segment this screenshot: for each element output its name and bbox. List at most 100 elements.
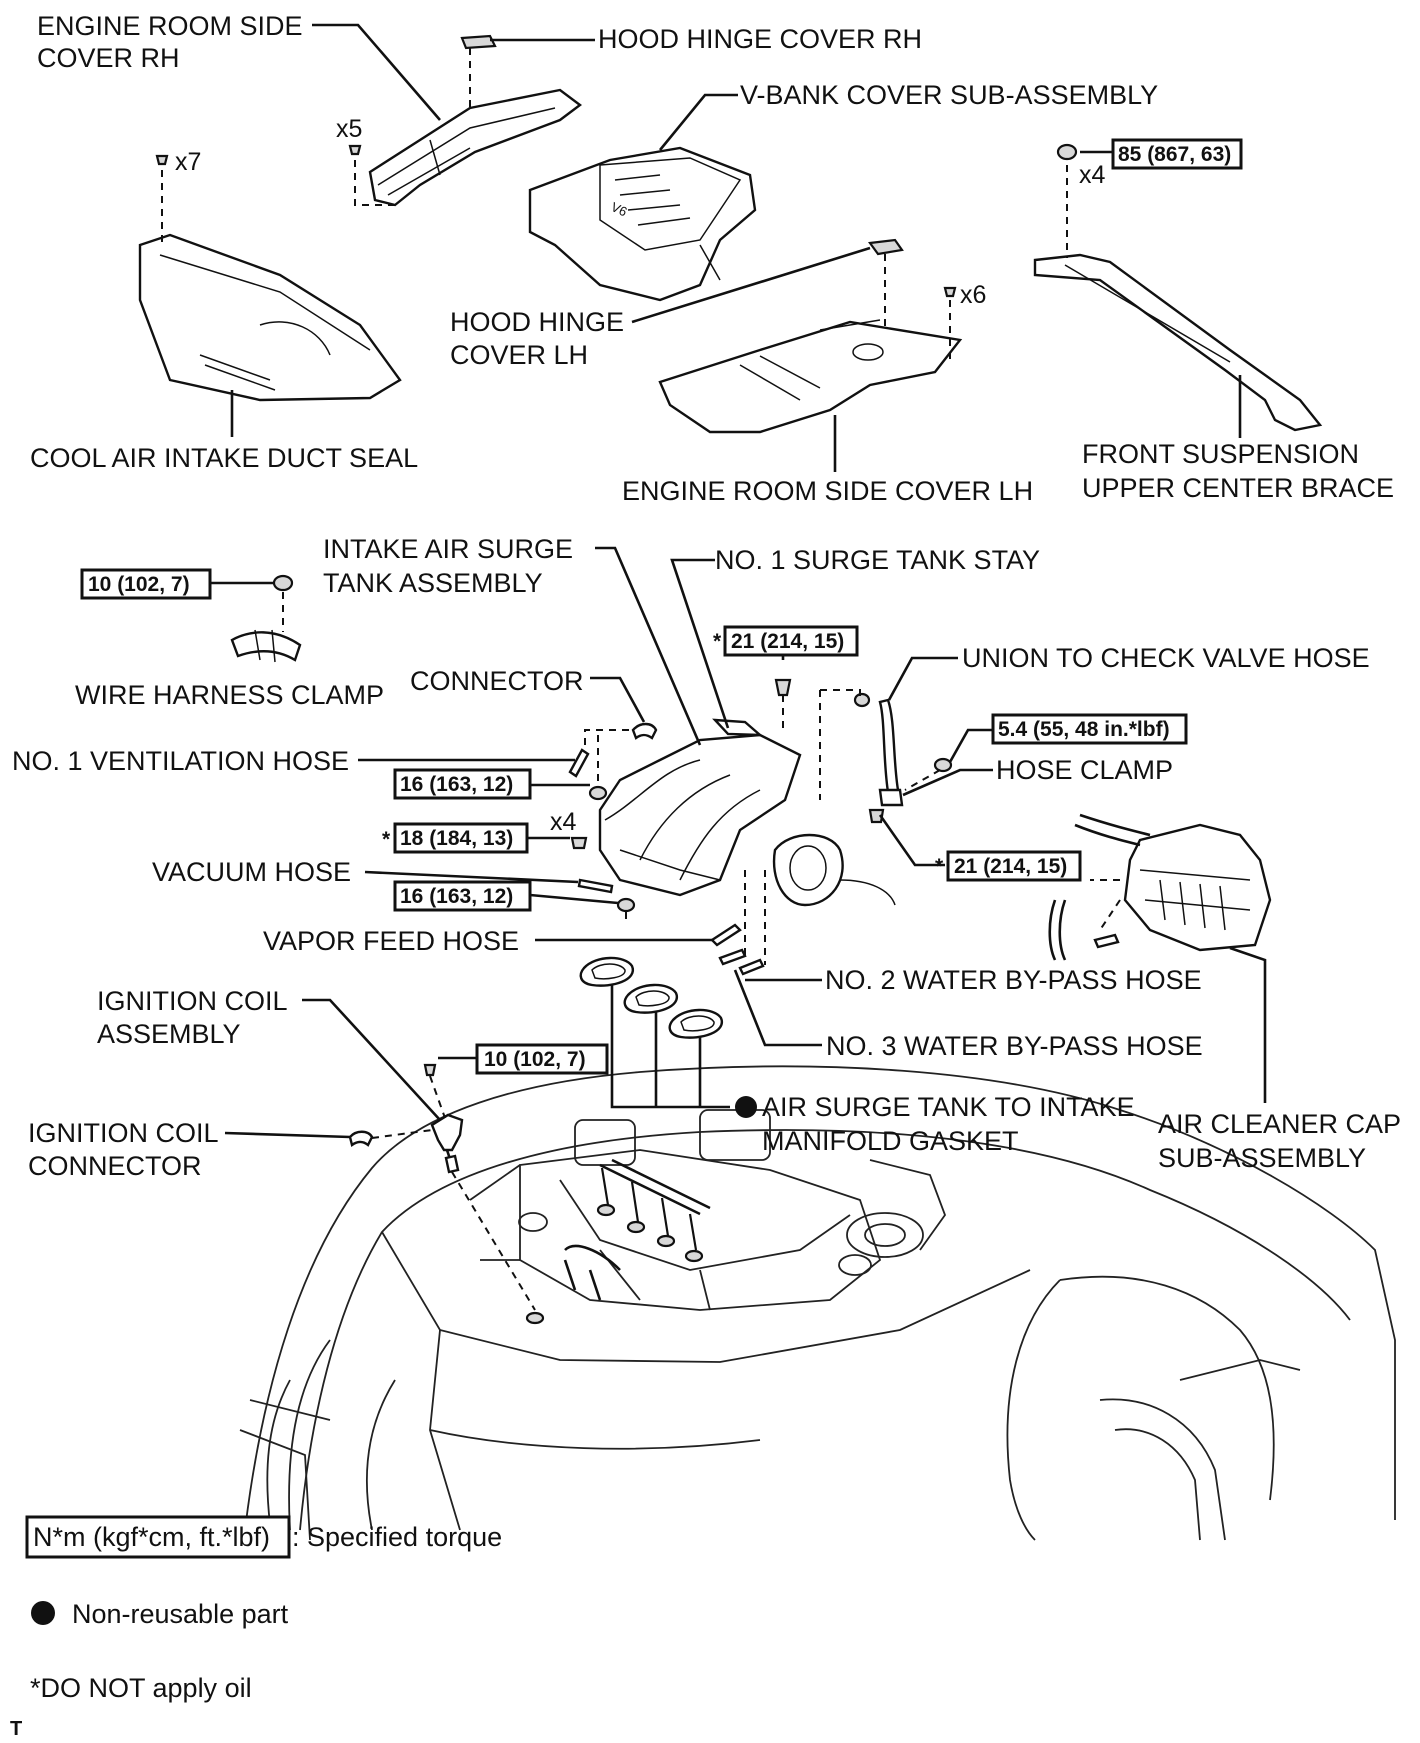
label-no2-water-bypass-hose: NO. 2 WATER BY-PASS HOSE <box>825 965 1202 995</box>
label-vacuum-hose: VACUUM HOSE <box>152 857 351 887</box>
label-no3-water-bypass-hose: NO. 3 WATER BY-PASS HOSE <box>826 1031 1203 1061</box>
label-ignition-coil-assembly-2: ASSEMBLY <box>97 1019 241 1049</box>
label-engine-room-side-cover-rh-2: COVER RH <box>37 43 180 73</box>
non-reusable-marker-icon <box>735 1096 757 1118</box>
label-engine-room-side-cover-rh-1: ENGINE ROOM SIDE <box>37 11 303 41</box>
label-air-surge-tank-gasket-1: AIR SURGE TANK TO INTAKE <box>762 1092 1135 1122</box>
callout-labels: ENGINE ROOM SIDE COVER RH HOOD HINGE COV… <box>12 11 1401 1181</box>
label-ignition-coil-connector-2: CONNECTOR <box>28 1151 202 1181</box>
legend-torque-unit-desc: : Specified torque <box>292 1522 502 1552</box>
hose-fitting-icon <box>853 692 871 708</box>
label-air-surge-tank-gasket-2: MANIFOLD GASKET <box>762 1126 1019 1156</box>
hose-clamp-nut-icon <box>933 757 953 773</box>
v-bank-cover-part: V6 <box>528 146 757 302</box>
ventilation-hose-part <box>568 748 590 778</box>
clip-x5-guide <box>354 160 395 206</box>
torque-surge-tank-nut-lower: 16 (163, 12) <box>400 885 513 908</box>
qty-x4-brace: x4 <box>1079 161 1106 189</box>
legend-torque-unit-box: N*m (kgf*cm, ft.*lbf) <box>33 1522 270 1552</box>
label-wire-harness-clamp: WIRE HARNESS CLAMP <box>75 680 384 710</box>
brace-nut-icon <box>1056 143 1078 161</box>
label-hood-hinge-cover-lh-2: COVER LH <box>450 340 588 370</box>
cool-air-intake-duct-seal-part <box>138 233 402 402</box>
vacuum-hose-part <box>577 878 614 894</box>
qty-x5: x5 <box>336 115 362 143</box>
legend: N*m (kgf*cm, ft.*lbf) : Specified torque… <box>10 1515 502 1740</box>
surge-tank-nut-icon <box>588 785 608 801</box>
stay-bolt-right-icon <box>868 808 885 824</box>
label-front-suspension-brace-2: UPPER CENTER BRACE <box>1082 473 1394 503</box>
label-v-bank-cover: V-BANK COVER SUB-ASSEMBLY <box>740 80 1158 110</box>
qty-x6: x6 <box>960 281 986 309</box>
surge-tank-bolt-icon <box>570 836 588 850</box>
label-engine-room-side-cover-lh: ENGINE ROOM SIDE COVER LH <box>622 476 1033 506</box>
label-air-cleaner-cap-1: AIR CLEANER CAP <box>1158 1109 1401 1139</box>
ignition-coil-connector-part <box>348 1130 374 1148</box>
hood-hinge-cover-lh-part <box>868 238 904 256</box>
coil-connector-guide <box>371 1129 433 1139</box>
vehicle-engine-bay-illustration <box>239 1065 1396 1541</box>
intake-air-surge-tank-part <box>598 733 896 907</box>
label-air-cleaner-cap-2: SUB-ASSEMBLY <box>1158 1143 1366 1173</box>
engine-room-side-cover-rh-part <box>368 88 582 207</box>
front-suspension-brace-part <box>1033 253 1323 432</box>
hood-hinge-cover-rh-part <box>460 34 497 50</box>
legend-no-oil-note: *DO NOT apply oil <box>30 1673 252 1703</box>
svg-text:V6: V6 <box>609 199 630 219</box>
connector-part <box>631 722 658 740</box>
clip-x7-icon <box>155 154 169 166</box>
torque-brace-nut: 85 (867, 63) <box>1118 143 1231 166</box>
vapor-feed-hose-part <box>710 923 742 947</box>
torque-surge-tank-bolt: 18 (184, 13) <box>400 827 513 850</box>
label-intake-air-surge-tank-2: TANK ASSEMBLY <box>323 568 543 598</box>
label-cool-air-intake-duct-seal: COOL AIR INTAKE DUCT SEAL <box>30 443 418 473</box>
legend-non-reusable: Non-reusable part <box>72 1599 289 1629</box>
leader-lines <box>210 23 1267 1139</box>
stay-bolt-icon <box>774 678 792 697</box>
label-connector: CONNECTOR <box>410 666 584 696</box>
qty-x7: x7 <box>175 148 201 176</box>
wire-harness-clamp-part <box>230 574 302 663</box>
legend-non-reusable-icon <box>31 1601 55 1625</box>
no1-surge-tank-stay-part <box>712 718 764 737</box>
label-vapor-feed-hose: VAPOR FEED HOSE <box>263 926 519 956</box>
clip-x6-icon <box>943 286 957 298</box>
water-bypass-hose-2-part <box>718 948 747 966</box>
union-hose-guide <box>819 689 941 800</box>
label-hood-hinge-cover-lh-1: HOOD HINGE <box>450 307 624 337</box>
qty-x4-manifold: x4 <box>550 808 577 836</box>
hose-clamp-part <box>878 788 904 807</box>
quantity-labels: x7 x5 x4 x6 x4 <box>175 115 1106 836</box>
label-hose-clamp: HOSE CLAMP <box>996 755 1173 785</box>
corner-code: T <box>10 1718 22 1740</box>
label-no1-surge-tank-stay: NO. 1 SURGE TANK STAY <box>715 545 1040 575</box>
label-hood-hinge-cover-rh: HOOD HINGE COVER RH <box>598 24 922 54</box>
clip-x5-icon <box>348 144 362 156</box>
air-surge-tank-gasket-parts <box>579 956 724 1039</box>
asterisk-stay-bolt-right: * <box>935 855 944 878</box>
torque-harness-clamp-nut: 10 (102, 7) <box>88 573 190 596</box>
air-cleaner-cap-part <box>1048 813 1272 961</box>
label-intake-air-surge-tank-1: INTAKE AIR SURGE <box>323 534 573 564</box>
label-ignition-coil-connector-1: IGNITION COIL <box>28 1118 219 1148</box>
label-ignition-coil-assembly-1: IGNITION COIL <box>97 986 288 1016</box>
label-no1-ventilation-hose: NO. 1 VENTILATION HOSE <box>12 746 349 776</box>
union-check-valve-hose-part <box>878 698 900 794</box>
torque-hose-clamp-nut: 5.4 (55, 48 in.*lbf) <box>998 718 1170 741</box>
torque-stay-bolt-right: 21 (214, 15) <box>954 855 1067 878</box>
asterisk-surge-tank-bolt: * <box>382 828 391 851</box>
asterisk-stay-bolt: * <box>713 630 722 653</box>
label-front-suspension-brace-1: FRONT SUSPENSION <box>1082 439 1359 469</box>
ignition-coil-assembly-part <box>423 1063 545 1325</box>
engine-coil-ports <box>563 1158 711 1301</box>
torque-stay-bolt: 21 (214, 15) <box>731 630 844 653</box>
ventilation-guide <box>584 729 630 745</box>
engine-room-side-cover-lh-part <box>658 319 963 434</box>
torque-spec-boxes: 85 (867, 63) 10 (102, 7) * 21 (214, 15) … <box>80 138 1243 1075</box>
surge-tank-lower-nut-icon <box>616 897 636 913</box>
label-union-to-check-valve-hose: UNION TO CHECK VALVE HOSE <box>962 643 1370 673</box>
water-bypass-hose-3-part <box>738 958 765 976</box>
torque-ignition-coil-bolt: 10 (102, 7) <box>484 1048 586 1071</box>
torque-surge-tank-nut-upper: 16 (163, 12) <box>400 773 513 796</box>
